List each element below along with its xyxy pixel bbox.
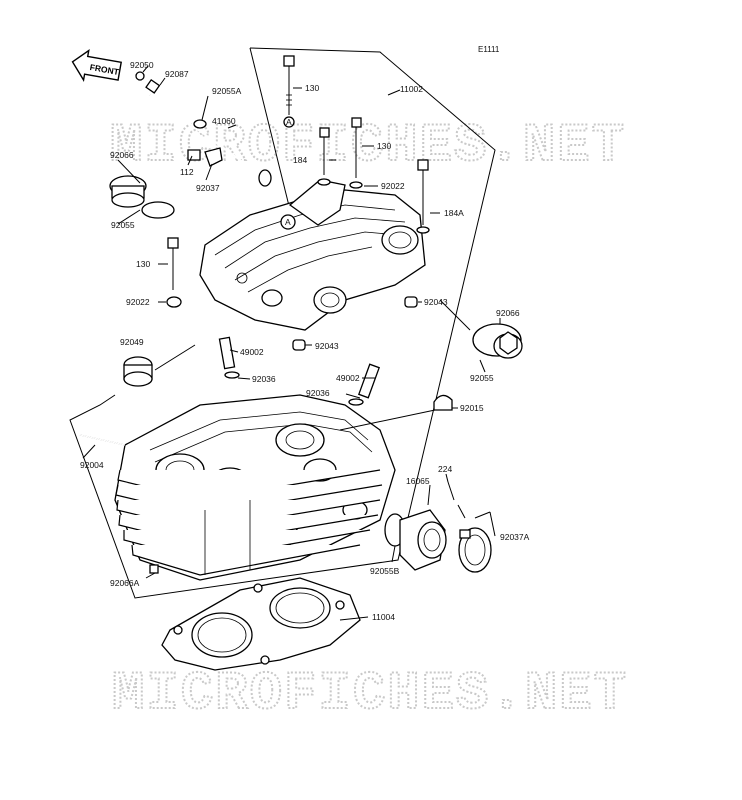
label-130-left: 130 <box>136 259 150 269</box>
gasket-11004 <box>161 577 361 671</box>
label-92066-right: 92066 <box>496 308 520 318</box>
spacer-92043-right <box>404 296 418 308</box>
label-130-mid: 130 <box>377 141 391 151</box>
label-184a: 184A <box>444 208 464 218</box>
plug-92049 <box>123 356 153 387</box>
part-labels: 92050 92087 92055A 41060 92066 112 92037… <box>80 60 530 622</box>
label-41060: 41060 <box>212 116 236 126</box>
label-16065: 16065 <box>406 476 430 486</box>
label-92087: 92087 <box>165 69 189 79</box>
stud-92004 <box>79 434 126 446</box>
label-92050: 92050 <box>130 60 154 70</box>
label-92037: 92037 <box>196 183 220 193</box>
ref-marker-a-cover: A <box>285 217 291 227</box>
plug-92066a <box>149 564 159 574</box>
label-92066-top: 92066 <box>110 150 134 160</box>
cap-92066-left <box>109 175 147 208</box>
label-92055a: 92055A <box>212 86 242 96</box>
leader-92055-right <box>439 299 471 331</box>
guide-49002-right <box>348 363 381 406</box>
leader-lines <box>82 65 501 621</box>
label-130-top: 130 <box>305 83 319 93</box>
cylinder-head-cover: A <box>199 179 426 331</box>
front-arrow-icon: FRONT <box>71 48 123 82</box>
cover-group-inner <box>249 47 291 211</box>
bolt-130-top: A <box>283 55 295 128</box>
label-92055-right: 92055 <box>470 373 494 383</box>
oring-92055 <box>141 201 175 219</box>
label-49002-right: 49002 <box>336 373 360 383</box>
label-92022-left: 92022 <box>126 297 150 307</box>
label-92004: 92004 <box>80 460 104 470</box>
watermark-bottom: MICROFICHES.NET <box>112 664 628 725</box>
label-92037a: 92037A <box>500 532 530 542</box>
label-92043-bottom: 92043 <box>315 341 339 351</box>
label-92055-left: 92055 <box>111 220 135 230</box>
label-92022-right: 92022 <box>381 181 405 191</box>
label-92049: 92049 <box>120 337 144 347</box>
label-92066a: 92066A <box>110 578 140 588</box>
bolt-184a <box>416 159 430 234</box>
label-11002: 11002 <box>400 84 423 94</box>
label-49002-left: 49002 <box>240 347 264 357</box>
holder-16065 <box>399 509 447 571</box>
leader-11002 <box>387 89 401 96</box>
bolt-130-left <box>166 237 182 308</box>
cylinder-head <box>114 394 396 581</box>
screw-112 <box>187 149 201 161</box>
label-92043-right: 92043 <box>424 297 448 307</box>
label-92015: 92015 <box>460 403 484 413</box>
ref-marker-a-top: A <box>286 117 292 127</box>
label-184: 184 <box>293 155 307 165</box>
part-92050 <box>135 71 145 81</box>
bolt-130-mid <box>349 117 363 189</box>
plate-92037 <box>204 147 223 167</box>
leader-92049 <box>154 344 196 371</box>
label-224: 224 <box>438 464 452 474</box>
guide-49002-left <box>218 336 240 379</box>
cap-92066-right <box>472 323 523 359</box>
label-112: 112 <box>180 167 194 177</box>
screws-224 <box>447 481 466 519</box>
label-92036-right: 92036 <box>306 388 330 398</box>
label-92055b: 92055B <box>370 566 400 576</box>
clamp-92037a <box>458 527 492 573</box>
shaft-41060 <box>145 78 272 187</box>
bolt-184 <box>317 127 331 186</box>
label-11004: 11004 <box>372 612 395 622</box>
label-92036-left: 92036 <box>252 374 276 384</box>
spacer-92043-bottom <box>292 339 306 351</box>
reference-code: E1111 <box>478 45 500 54</box>
cover-group-outline <box>69 47 496 599</box>
